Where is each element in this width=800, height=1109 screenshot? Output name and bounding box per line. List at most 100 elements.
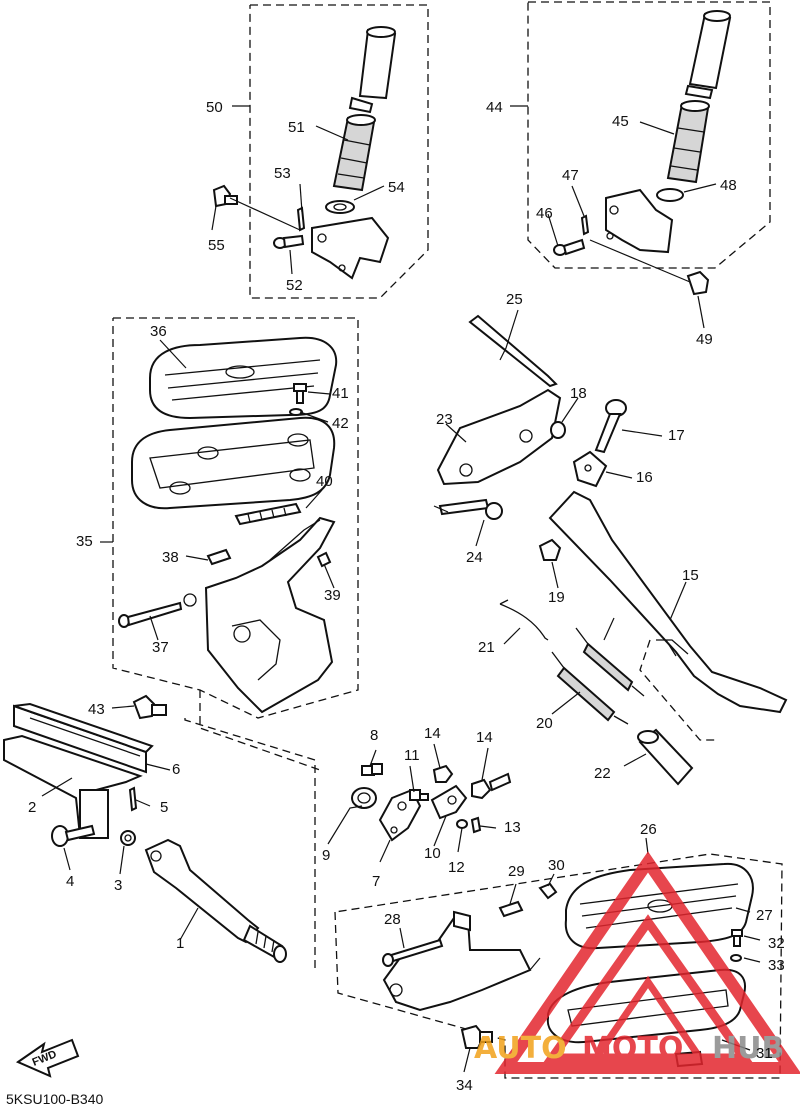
callout-32: 32 [768,935,785,952]
part-arm-36 [183,516,336,714]
part-bolt-11 [409,789,429,801]
part-nut-31 [538,882,558,900]
part-sidestand-15 [548,490,788,714]
callout-14: 14 [424,725,441,742]
callout-24: 24 [466,549,483,566]
part-cable-26 [468,314,558,388]
callout-30: 30 [548,857,565,874]
callout-41: 41 [332,385,349,402]
callout-39: 39 [324,587,341,604]
callout-20: 20 [536,715,553,732]
part-pin-30 [498,900,524,918]
part-washer-34 [730,954,742,962]
part-bolt-17 [594,399,627,454]
part-bracket-51 [311,216,390,280]
part-bracket-27 [382,910,532,1012]
callout-35: 35 [76,533,93,550]
callout-53: 53 [274,165,291,182]
callout-29: 29 [508,863,525,880]
part-grip-45 [684,10,732,100]
part-arm-7 [378,788,422,842]
callout-17: 17 [668,427,685,444]
part-spring-20 [575,627,645,697]
part-joint-10 [430,784,468,820]
callout-9: 9 [322,847,330,864]
callout-21: 21 [478,639,495,656]
part-pin-47 [553,238,586,256]
callout-22: 22 [594,765,611,782]
part-pin-4 [51,824,96,847]
part-spring-22 [499,599,549,641]
callout-28: 28 [384,911,401,928]
part-bolt-50 [686,270,710,296]
part-cover-23 [637,728,694,786]
part-washer-49 [656,188,684,202]
part-spring-41 [234,502,302,526]
callout-11: 11 [404,747,420,764]
callout-27: 27 [756,907,773,924]
callout-13: 13 [504,819,521,836]
part-bracket-24 [436,388,562,486]
part-grip-51 [348,26,397,114]
watermark-auto-text: AUTO [474,1031,567,1066]
callout-12: 12 [448,859,465,876]
part-pin-39 [206,548,232,566]
callout-33: 33 [768,957,785,974]
part-grip-46 [666,100,710,184]
part-lever-1 [144,838,287,963]
callout-54: 54 [388,179,405,196]
part-nut-18 [550,421,566,439]
part-washer-55 [325,200,355,214]
part-cotter-5 [128,786,138,812]
callout-2: 2 [28,799,36,816]
watermark: AUTO MOTO HUB [474,851,800,1074]
callout-4: 4 [66,873,74,890]
part-grip-52 [332,114,376,192]
part-washer-12 [456,819,468,829]
part-bolt-44 [132,694,167,720]
part-cotter-48 [580,214,590,236]
callout-55: 55 [208,237,225,254]
part-pin-53 [273,234,305,249]
callout-10: 10 [424,845,441,862]
part-bolt-56 [212,184,238,208]
part-spring-21 [551,651,629,725]
callout-18: 18 [570,385,587,402]
part-spring-3 [120,830,136,846]
callout-3: 3 [114,877,122,894]
callout-38: 38 [162,549,179,566]
part-cotter-54 [296,206,306,232]
part-nut-19 [538,538,562,561]
callout-42: 42 [332,415,349,432]
part-pedal-rubber-6 [13,702,154,774]
part-bolt-25 [438,498,503,520]
part-bracket-45 [605,188,674,254]
callout-40: 40 [316,473,333,490]
callout-15: 15 [682,567,699,584]
diagram-code: 5KSU100-B340 [6,1091,104,1107]
part-bolt-42 [293,383,307,404]
callout-47: 47 [562,167,579,184]
part-bolt-8 [361,763,383,776]
callout-44: 44 [486,99,503,116]
callout-37: 37 [152,639,169,656]
callout-36: 36 [150,323,167,340]
part-washer-43 [289,408,303,416]
callout-14: 14 [476,729,493,746]
part-bolt-33 [731,929,743,947]
callout-23: 23 [436,411,453,428]
callout-5: 5 [160,799,168,816]
part-footboard-frame-36 [131,416,336,510]
group-boxes [112,1,783,1079]
callout-7: 7 [372,873,380,890]
callout-6: 6 [172,761,180,778]
part-footboard-rubber-37 [149,336,338,420]
watermark-moto-text: MOTO [582,1031,683,1066]
part-plate-16 [572,450,608,488]
callout-43: 43 [88,701,105,718]
callout-16: 16 [636,469,653,486]
part-bolt-35 [460,1024,493,1049]
leader-lines [41,105,761,1073]
callout-34: 34 [456,1077,473,1094]
callout-1: 1 [176,935,184,952]
